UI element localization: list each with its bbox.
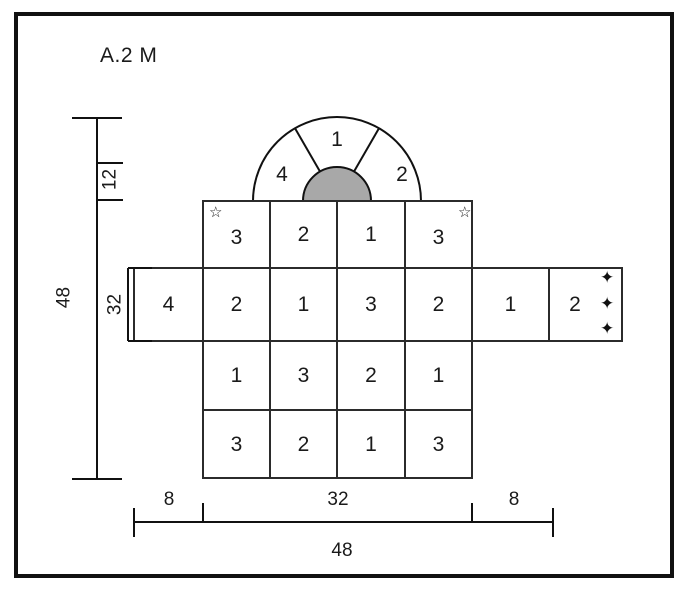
cell-r2c1: 4 bbox=[162, 292, 175, 316]
grid-row-1 bbox=[202, 200, 473, 269]
filled-star-icon-2: ✦ bbox=[600, 294, 615, 313]
cell-r3c4: 1 bbox=[432, 363, 445, 387]
apse-fan bbox=[252, 116, 422, 202]
cell-r3c3: 2 bbox=[365, 363, 377, 387]
cell-r1c4: 3 bbox=[432, 225, 445, 249]
cell-r2c2: 2 bbox=[230, 292, 243, 316]
cell-r2c6: 1 bbox=[504, 292, 517, 316]
dim-horizontal-overall-label: 48 bbox=[331, 540, 353, 561]
dim-vertical-overall-label: 48 bbox=[53, 286, 75, 309]
filled-star-icon-1: ✦ bbox=[600, 268, 615, 287]
page-title: A.2 M bbox=[100, 44, 158, 67]
cell-r4c4: 3 bbox=[432, 432, 445, 456]
cell-r1c3: 1 bbox=[365, 222, 377, 246]
dim-vertical-12-label: 12 bbox=[99, 168, 121, 191]
cell-r3c2: 3 bbox=[297, 363, 310, 387]
dim-vertical-32-label: 32 bbox=[104, 293, 126, 316]
filled-star-icon-3: ✦ bbox=[600, 319, 615, 338]
cell-r3c1: 1 bbox=[230, 363, 243, 387]
cell-r2c3: 1 bbox=[297, 292, 310, 316]
dim-horizontal-center-32-label: 32 bbox=[327, 489, 349, 510]
cell-r2c5: 2 bbox=[432, 292, 445, 316]
cell-r4c2: 2 bbox=[297, 432, 310, 456]
cell-r4c1: 3 bbox=[230, 432, 243, 456]
apse-sector-label-left: 4 bbox=[276, 163, 288, 186]
horizontal-dimension-group bbox=[133, 503, 554, 537]
apse-hub bbox=[301, 166, 373, 202]
open-star-top-left-icon: ☆ bbox=[209, 204, 223, 221]
grid-row-4 bbox=[202, 409, 473, 479]
apse-outer-arc bbox=[252, 116, 422, 202]
dim-horizontal-right-8-label: 8 bbox=[508, 489, 520, 510]
dim-horizontal-left-8-label: 8 bbox=[163, 489, 175, 510]
outer-frame bbox=[14, 12, 674, 578]
apse-sector-label-right: 2 bbox=[396, 163, 408, 186]
cell-r4c3: 1 bbox=[365, 432, 377, 456]
cell-r1c2: 2 bbox=[297, 222, 310, 246]
cell-r2c4: 3 bbox=[365, 292, 377, 316]
open-star-top-right-icon: ☆ bbox=[458, 204, 472, 221]
grid-row-2-wide bbox=[133, 267, 623, 342]
cell-r1c1: 3 bbox=[230, 225, 243, 249]
cell-r2c7: 2 bbox=[569, 292, 581, 316]
vertical-dimension-group bbox=[72, 117, 152, 480]
apse-sector-label-center: 1 bbox=[331, 128, 343, 151]
